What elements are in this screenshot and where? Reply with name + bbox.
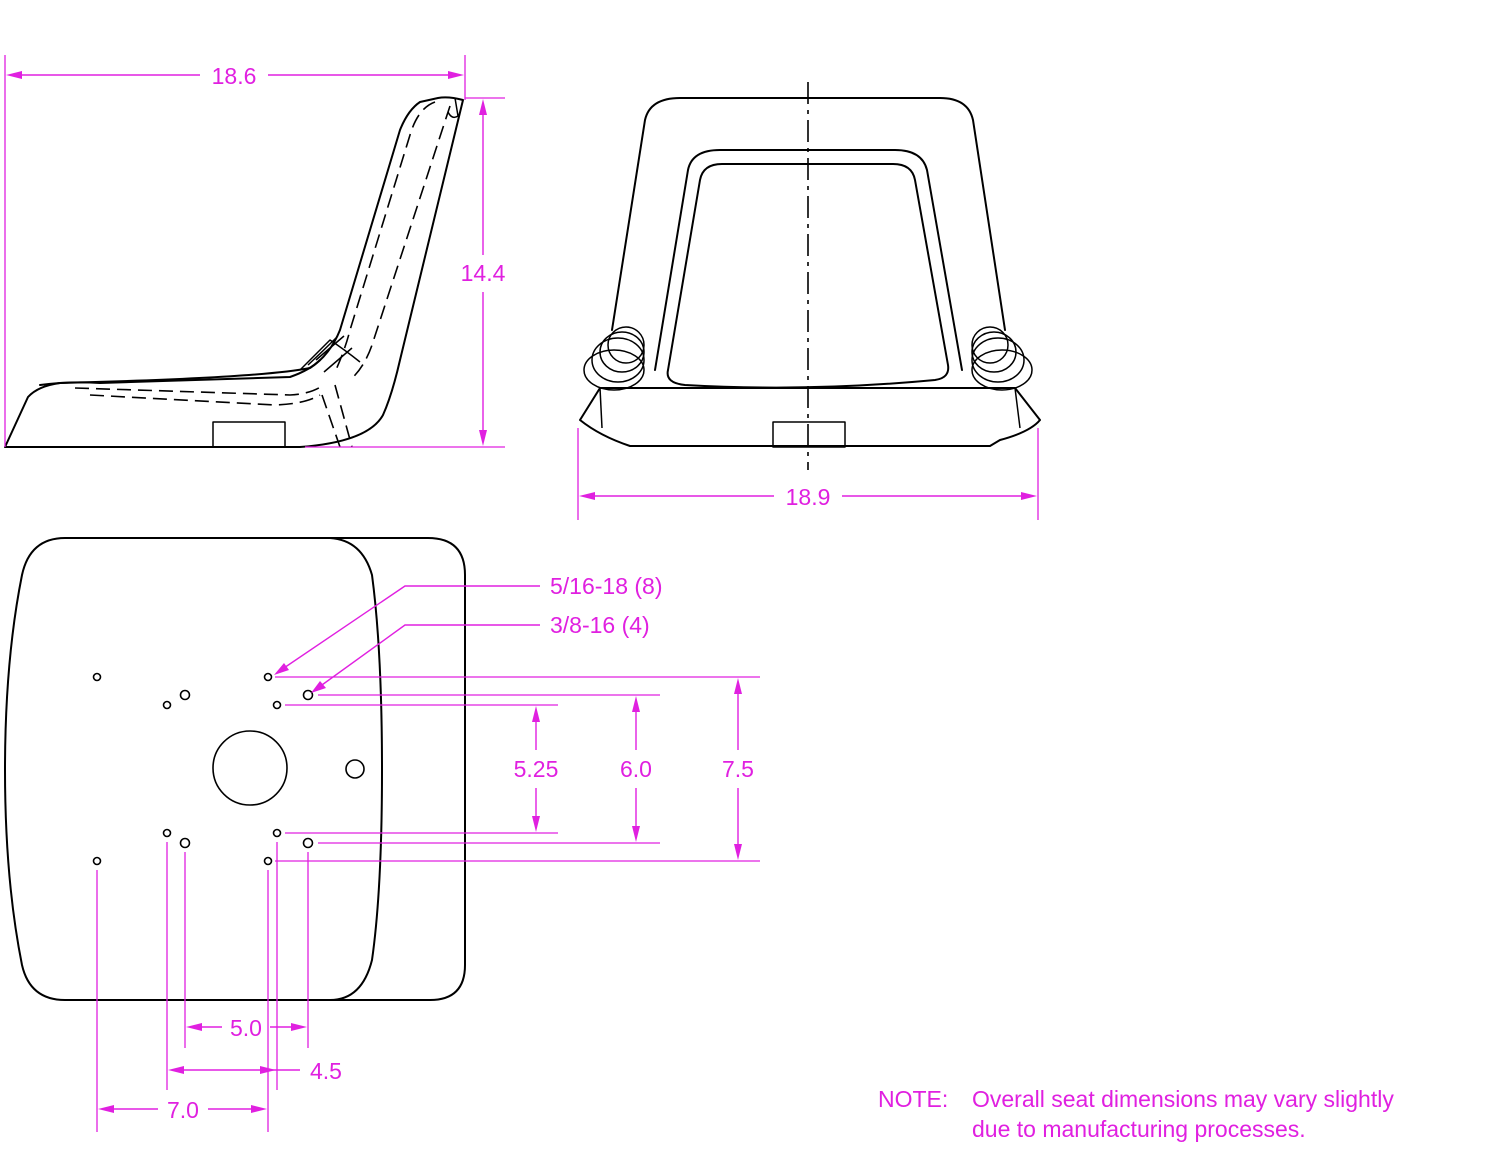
callout-5-16-18: 5/16-18 (8)	[550, 573, 663, 599]
arrow-18-6-left	[6, 71, 22, 79]
label-18-9: 18.9	[786, 484, 831, 510]
hole-5-16	[272, 700, 282, 710]
arrow-5-0-left	[186, 1023, 202, 1031]
arrow-14-4-bottom	[479, 430, 487, 446]
label-7-0: 7.0	[167, 1097, 199, 1123]
center-hole	[212, 730, 288, 806]
hole-3-8	[302, 689, 314, 701]
front-back-outline	[611, 97, 1006, 331]
lumbar-rib-1	[299, 339, 361, 371]
arrow-18-9-right	[1021, 492, 1037, 500]
leader-arrow-3-8	[311, 681, 326, 693]
side-hole	[345, 759, 365, 779]
arrow-7-5-bottom	[734, 844, 742, 860]
note-line-2: due to manufacturing processes.	[972, 1116, 1306, 1142]
arrow-5-0-right	[291, 1023, 307, 1031]
arrow-18-6-right	[448, 71, 464, 79]
front-seat-edge-left	[599, 387, 603, 429]
note-label: NOTE:	[878, 1086, 949, 1112]
back-top-notch	[447, 97, 459, 119]
arrow-18-9-left	[579, 492, 595, 500]
front-view: 18.9	[577, 82, 1041, 520]
hole-5-16	[162, 828, 172, 838]
arrow-4-5-left	[168, 1066, 184, 1074]
hidden-line-seat	[74, 385, 323, 396]
leader-3-8	[314, 624, 540, 691]
hole-5-16	[263, 672, 273, 682]
leader-5-16	[277, 585, 540, 673]
label-7-5: 7.5	[722, 756, 754, 782]
hole-3-8	[179, 837, 191, 849]
arrow-4-5-right	[260, 1066, 276, 1074]
bottom-rear-panel	[329, 537, 466, 1001]
hole-3-8	[179, 689, 191, 701]
arrow-5-25-bottom	[532, 816, 540, 832]
hole-5-16	[92, 856, 102, 866]
hole-5-16	[263, 856, 273, 866]
hole-3-8	[302, 837, 314, 849]
hole-5-16	[162, 700, 172, 710]
label-5-25: 5.25	[514, 756, 559, 782]
arrow-14-4-top	[479, 99, 487, 115]
callout-3-8-16: 3/8-16 (4)	[550, 612, 650, 638]
front-seat-block	[579, 387, 1041, 447]
seat-surface-line	[39, 359, 321, 386]
side-view: 18.6 14.4	[4, 55, 506, 448]
label-4-5: 4.5	[310, 1058, 342, 1084]
note-line-1: Overall seat dimensions may vary slightl…	[972, 1086, 1394, 1112]
front-left-ribs	[583, 326, 645, 391]
side-mount-bracket	[212, 421, 286, 448]
label-14-4: 14.4	[461, 260, 506, 286]
hidden-line-back-inner	[349, 105, 451, 381]
front-inner-panel	[666, 163, 950, 389]
arrow-6-0-top	[632, 696, 640, 712]
front-right-ribs	[971, 326, 1033, 391]
front-seat-edge-right	[1014, 387, 1021, 429]
bottom-view: 5/16-18 (8) 3/8-16 (4) 5.25 6.0 7.5	[4, 537, 760, 1132]
front-mount-bracket	[772, 421, 846, 448]
large-holes	[179, 689, 314, 849]
small-holes	[92, 672, 282, 866]
hidden-line-leg-2	[334, 384, 353, 448]
side-view-outline	[4, 96, 464, 448]
arrow-7-5-top	[734, 678, 742, 694]
lumbar-rib-4	[323, 347, 353, 373]
hole-5-16	[92, 672, 102, 682]
arrow-6-0-bottom	[632, 826, 640, 842]
label-18-6: 18.6	[212, 63, 257, 89]
arrow-7-0-left	[98, 1105, 114, 1113]
label-6-0: 6.0	[620, 756, 652, 782]
arrow-7-0-right	[251, 1105, 267, 1113]
lumbar-rib-3	[315, 335, 345, 361]
label-5-0: 5.0	[230, 1015, 262, 1041]
lumbar-rib-2	[307, 337, 337, 366]
leader-arrow-5-16	[274, 663, 289, 675]
hidden-line-seat-lower	[89, 394, 321, 406]
bottom-seat-pan	[4, 537, 383, 1001]
arrow-5-25-top	[532, 706, 540, 722]
hole-5-16	[272, 828, 282, 838]
hidden-line-back	[334, 101, 436, 373]
hidden-line-leg-1	[321, 394, 341, 448]
